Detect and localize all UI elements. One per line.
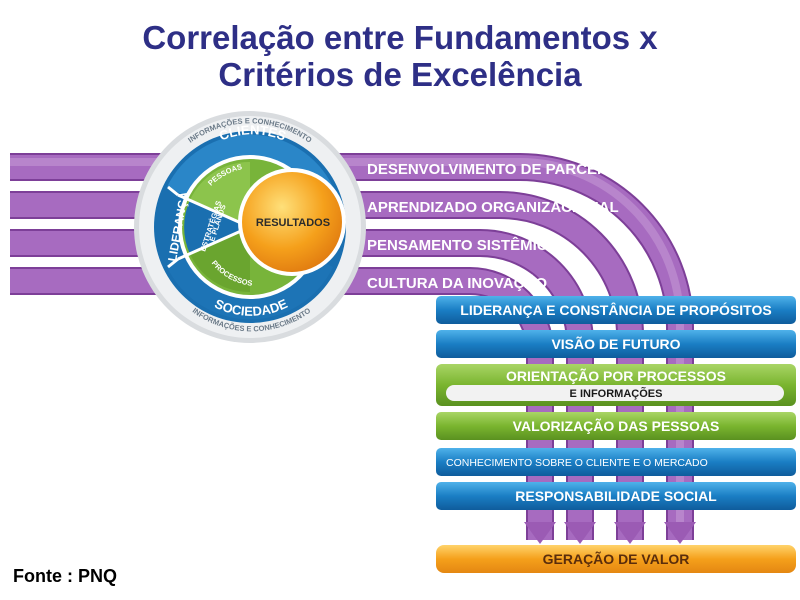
fundamento-sub-bar (446, 385, 784, 401)
fundamento-bar (436, 448, 796, 476)
fundamento-bar (436, 330, 796, 358)
label-resultados: RESULTADOS (256, 217, 330, 229)
fundamento-bar (436, 296, 796, 324)
label-clientes: CLIENTES (217, 122, 288, 143)
fundamento-label: RESPONSABILIDADE SOCIAL (515, 488, 717, 504)
fundamento-sublabel: E INFORMAÇÕES (570, 387, 663, 400)
final-bar (436, 545, 796, 573)
fundamento-label: LIDERANÇA E CONSTÂNCIA DE PROPÓSITOS (460, 301, 771, 318)
band-label: CULTURA DA INOVAÇÃO (367, 274, 547, 292)
fundamento-label: CONHECIMENTO SOBRE O CLIENTE E O MERCADO (446, 457, 708, 469)
arrow-head (614, 522, 646, 544)
band-label: PENSAMENTO SISTÊMICO (367, 236, 560, 254)
arrow-head (564, 522, 596, 544)
arrow-head (524, 522, 556, 544)
fundamentos-bars (436, 296, 796, 573)
fundamento-label: VISÃO DE FUTURO (551, 335, 680, 352)
title-line-2: Critérios de Excelência (218, 56, 582, 93)
label-sociedade: SOCIEDADE (212, 296, 290, 319)
fundamento-label: VALORIZAÇÃO DAS PESSOAS (513, 417, 720, 434)
arrow-head (664, 522, 696, 544)
final-label: GERAÇÃO DE VALOR (543, 550, 690, 567)
fundamento-bar (436, 482, 796, 510)
fundamento-label: ORIENTAÇÃO POR PROCESSOS (506, 367, 726, 384)
title-line-1: Correlação entre Fundamentos x (142, 19, 658, 56)
excellence-model-circle (134, 111, 366, 343)
source-note: Fonte : PNQ (13, 566, 117, 586)
band-label: DESENVOLVIMENTO DE PARCERIAS (367, 161, 633, 178)
fundamento-bar (436, 412, 796, 440)
band-label: APRENDIZADO ORGANIZACIONAL (367, 199, 619, 216)
